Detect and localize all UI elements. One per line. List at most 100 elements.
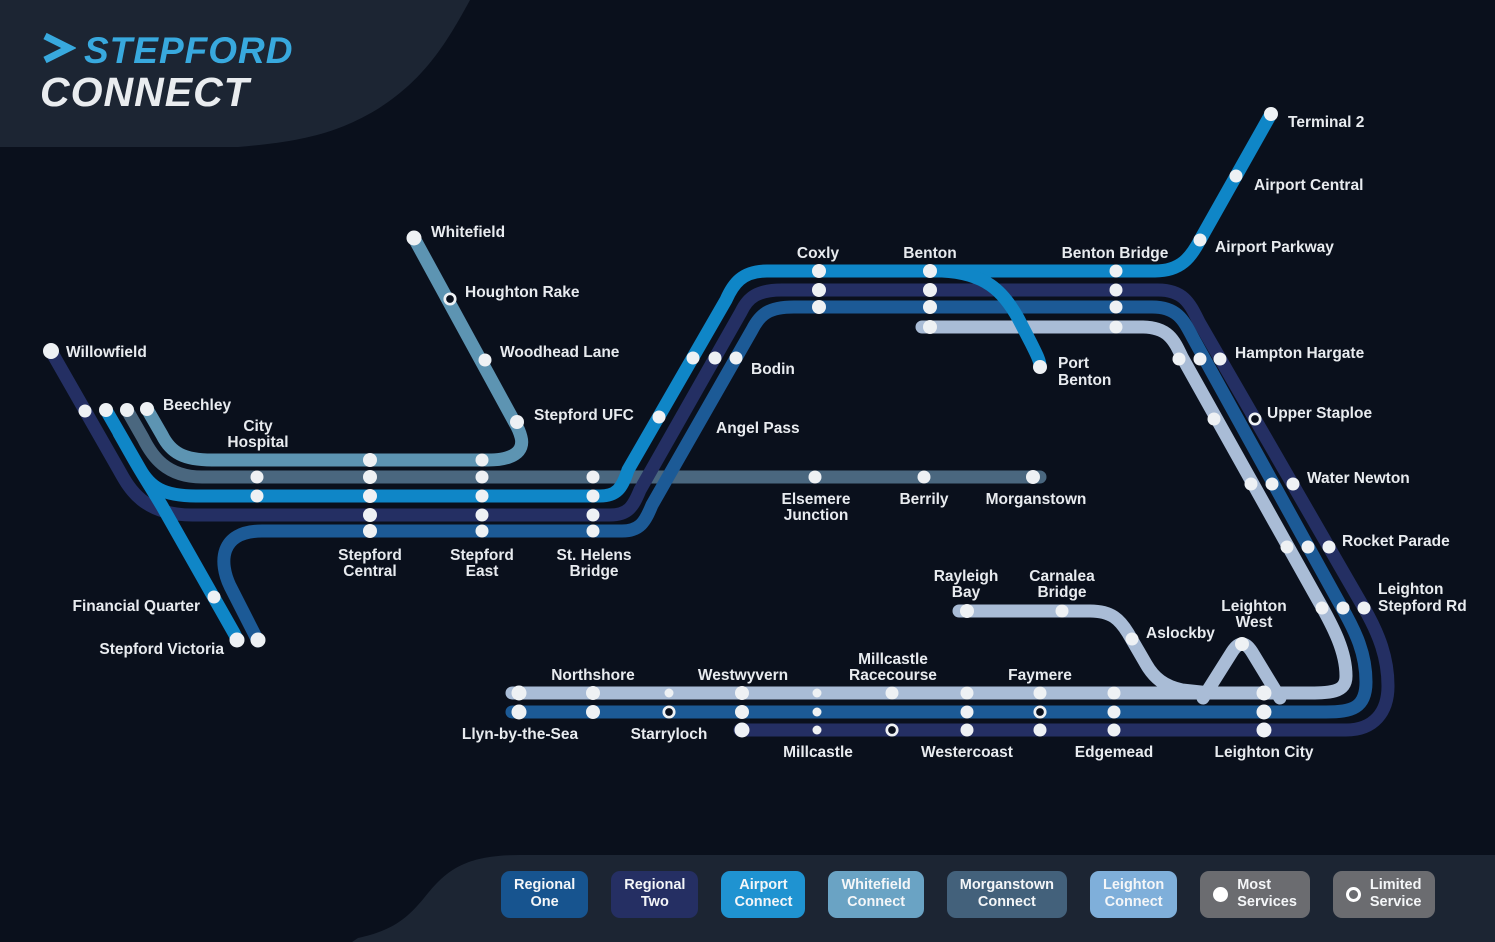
station-dot-stepford-east-5 <box>475 524 489 538</box>
brand-name-top: STEPFORD <box>84 29 294 71</box>
logo-panel <box>0 0 470 147</box>
filled-dot-icon <box>1213 886 1229 902</box>
station-dot-berrily <box>917 470 931 484</box>
station-dot-houghton-rake-limited <box>443 292 457 306</box>
station-label-houghton-rake: Houghton Rake <box>465 284 580 301</box>
legend-label: Whitefield <box>841 877 911 893</box>
station-dot-stepford-east-3 <box>475 489 489 503</box>
station-dot-rocket-parade-1 <box>1280 540 1294 554</box>
legend-label: Morganstown <box>959 877 1054 893</box>
station-dot-millcastle-3 <box>812 725 822 735</box>
chevron-right-icon <box>40 30 77 70</box>
station-label-water-newton: Water Newton <box>1307 470 1410 487</box>
station-dot-beechley-4 <box>140 402 154 416</box>
legend-label: One <box>530 894 559 911</box>
station-label-millcastle: Millcastle <box>783 744 853 761</box>
station-dot-upper-staploe-leighton <box>1207 412 1221 426</box>
station-label-hampton-hargate: Hampton Hargate <box>1235 345 1365 362</box>
station-dot-coxly-1 <box>812 264 826 278</box>
station-dot-westercoast-2 <box>960 705 974 719</box>
station-dot-millcastle-racecourse-limited <box>885 723 899 737</box>
station-label-city-hospital-1: City <box>243 418 273 435</box>
station-markers <box>43 107 1371 738</box>
station-dot-westwyvern-1 <box>735 686 749 700</box>
station-dot-westwyvern-2 <box>735 705 749 719</box>
station-label-leighton-city: Leighton City <box>1214 744 1313 761</box>
station-dot-leighton-stepford-rd-1 <box>1315 601 1329 615</box>
station-dot-edgemead-1 <box>1107 686 1121 700</box>
station-label-llyn-by-the-sea: Llyn-by-the-Sea <box>462 726 579 743</box>
station-dot-stepford-central-2 <box>363 470 377 484</box>
station-label-airport-central: Airport Central <box>1254 177 1363 194</box>
line-airport-connect-port-benton-branch <box>935 264 1047 373</box>
line-airport-connect <box>99 107 1278 503</box>
station-dot-city-hospital-2 <box>250 489 264 503</box>
station-dot-elsemere-junction <box>808 470 822 484</box>
station-dot-millcastle-racecourse-leighton <box>885 686 899 700</box>
station-dot-stepford-central-5 <box>363 524 377 538</box>
station-label-elsemere-junction-2: Junction <box>784 507 849 524</box>
station-dot-stepford-central-3 <box>363 489 377 503</box>
station-dot-bodin-2 <box>708 351 722 365</box>
station-dot-benton-bridge-2 <box>1109 283 1123 297</box>
station-dot-faymere-1 <box>1033 686 1047 700</box>
station-label-leighton-west-2: West <box>1236 614 1273 631</box>
station-label-starryloch: Starryloch <box>631 726 708 743</box>
station-label-northshore: Northshore <box>551 667 635 684</box>
station-label-edgemead: Edgemead <box>1075 744 1153 761</box>
station-label-millcastle-racecourse-2: Racecourse <box>849 667 937 684</box>
station-label-woodhead-lane: Woodhead Lane <box>500 344 620 361</box>
station-dot-hampton-hargate-3 <box>1213 352 1227 366</box>
station-label-morganstown: Morganstown <box>986 491 1087 508</box>
station-label-benton: Benton <box>903 245 956 262</box>
station-dot-city-hospital-1 <box>250 470 264 484</box>
station-label-upper-staploe: Upper Staploe <box>1267 405 1372 422</box>
line-regional-one <box>217 300 1373 719</box>
station-dot-beechley-3 <box>120 403 134 417</box>
station-dot-coxly-2 <box>812 283 826 297</box>
station-dot-benton-1 <box>923 264 937 278</box>
station-dot-edgemead-3 <box>1107 723 1121 737</box>
station-dot-bodin-1 <box>686 351 700 365</box>
station-dot-westercoast-1 <box>960 686 974 700</box>
station-dot-stepford-victoria-2 <box>250 632 266 648</box>
legend-label: Most <box>1237 877 1272 893</box>
station-dot-port-benton <box>1033 360 1047 374</box>
station-dot-st-helens-bridge-2 <box>586 489 600 503</box>
station-label-rayleigh-bay-1: Rayleigh <box>934 568 999 585</box>
station-dot-coxly-3 <box>812 300 826 314</box>
station-label-stepford-victoria: Stepford Victoria <box>99 641 224 658</box>
station-dot-stepford-central-1 <box>363 453 377 467</box>
station-dot-st-helens-bridge-1 <box>586 470 600 484</box>
station-dot-whitefield <box>406 230 422 246</box>
station-dot-woodhead-lane <box>478 353 492 367</box>
station-dot-st-helens-bridge-3 <box>586 508 600 522</box>
station-dot-leighton-stepford-rd-2 <box>1336 601 1350 615</box>
station-label-port-benton-1: Port <box>1058 355 1089 372</box>
legend-label: Connect <box>734 894 793 911</box>
station-dot-angel-pass <box>652 410 666 424</box>
open-dot-icon <box>1345 886 1361 902</box>
station-dot-benton-2 <box>923 283 937 297</box>
station-dot-benton-4 <box>923 320 937 334</box>
station-label-westwyvern: Westwyvern <box>698 667 788 684</box>
station-dot-westwyvern-3 <box>734 722 750 738</box>
brand-logo: STEPFORD CONNECT <box>40 30 293 113</box>
station-label-stepford-east-1: Stepford <box>450 547 514 564</box>
legend-label: Connect <box>1104 894 1163 911</box>
station-label-port-benton-2: Benton <box>1058 372 1111 389</box>
line-whitefield-connect <box>140 231 529 467</box>
station-label-stepford-central-1: Stepford <box>338 547 402 564</box>
station-dot-millcastle-1 <box>812 688 822 698</box>
station-label-aslockby: Aslockby <box>1146 625 1215 642</box>
station-dot-beechley-2 <box>99 403 113 417</box>
station-dot-starryloch-limited <box>662 705 676 719</box>
station-dot-terminal-2 <box>1264 107 1278 121</box>
station-dot-northshore-2 <box>586 705 600 719</box>
station-dot-morganstown <box>1026 470 1040 484</box>
